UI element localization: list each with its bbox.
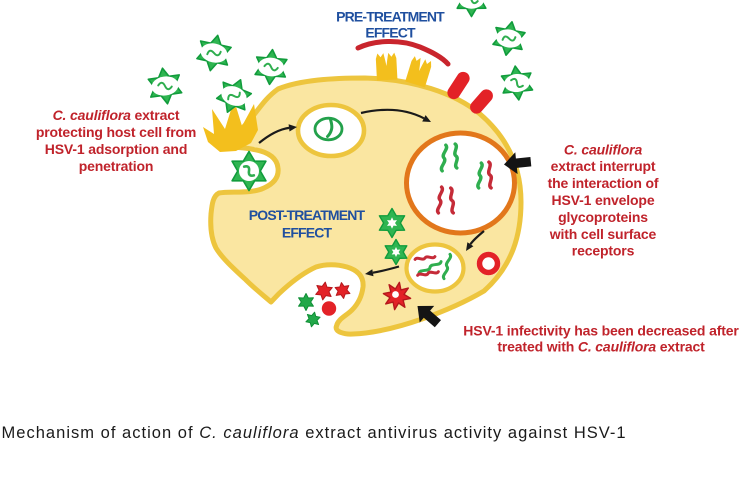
svg-text:HSV-1 infectivity has been dec: HSV-1 infectivity has been decreased aft… (463, 323, 739, 355)
svg-text:Mechanism of action of C. caul: Mechanism of action of C. cauliflora ext… (2, 424, 627, 442)
